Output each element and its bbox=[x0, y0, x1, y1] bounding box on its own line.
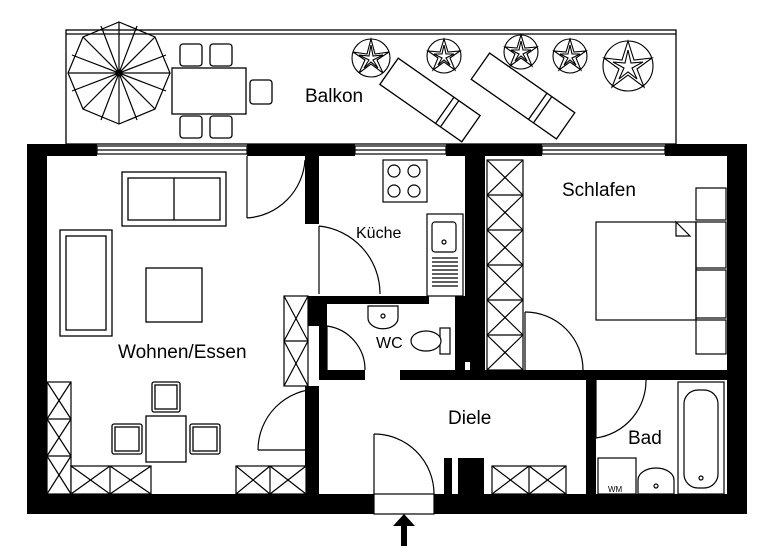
bathtub bbox=[677, 381, 725, 495]
plant-icon bbox=[426, 37, 462, 74]
dining-table bbox=[111, 381, 221, 463]
door-entrance bbox=[373, 433, 435, 495]
door-kitchen bbox=[318, 225, 381, 295]
plant-icon bbox=[351, 36, 391, 78]
entrance-arrow-icon bbox=[393, 514, 415, 546]
bed bbox=[595, 187, 727, 355]
balcony-table bbox=[171, 43, 273, 139]
room-label-wc: WC bbox=[376, 335, 403, 352]
watermark: www.grundriss.com bbox=[27, 391, 43, 513]
kitchen-sink bbox=[426, 213, 464, 297]
cabinet bbox=[46, 381, 72, 495]
door-living bbox=[257, 388, 320, 451]
room-label-kueche: Küche bbox=[356, 225, 401, 242]
washing-machine bbox=[597, 457, 637, 495]
plant-icon bbox=[602, 39, 654, 92]
door-bathroom bbox=[595, 379, 647, 439]
stove bbox=[382, 159, 428, 203]
door-wc bbox=[326, 325, 366, 371]
room-label-bad: Bad bbox=[628, 428, 662, 449]
cabinet bbox=[283, 295, 309, 387]
hall-cabinet bbox=[491, 465, 567, 495]
room-label-schlafen: Schlafen bbox=[562, 180, 636, 201]
toilet bbox=[410, 327, 451, 355]
bathroom-sink bbox=[637, 467, 675, 495]
door-bedroom bbox=[524, 311, 584, 371]
room-label-wohnen: Wohnen/Essen bbox=[118, 342, 247, 363]
sideboard bbox=[70, 465, 307, 495]
plant-icon bbox=[552, 37, 588, 74]
sun-lounger bbox=[378, 52, 576, 143]
parasol-icon bbox=[67, 21, 171, 125]
wc-sink bbox=[367, 305, 399, 330]
sofa-left bbox=[59, 229, 113, 337]
balcony bbox=[65, 29, 677, 145]
room-label-balkon: Balkon bbox=[305, 86, 363, 107]
windows bbox=[96, 145, 666, 155]
washing-machine-label: WM bbox=[608, 485, 623, 494]
plant-icon bbox=[503, 33, 539, 70]
sofa-top bbox=[121, 171, 227, 227]
coffee-table bbox=[145, 267, 203, 323]
room-label-diele: Diele bbox=[448, 408, 491, 429]
door-balcony bbox=[246, 156, 306, 219]
wardrobe bbox=[486, 159, 524, 371]
walls bbox=[27, 144, 747, 514]
entrance-threshold bbox=[373, 493, 435, 515]
